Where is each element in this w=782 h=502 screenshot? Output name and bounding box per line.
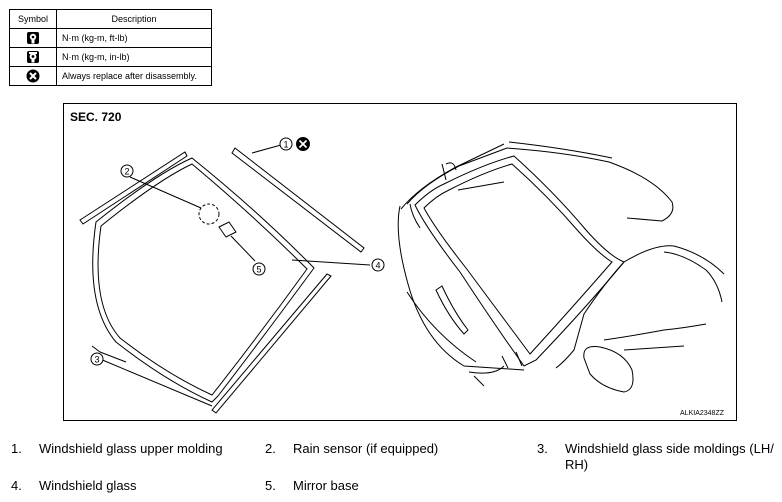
torque-wrench-ft-lb-icon [27,32,39,44]
callout-5: 5 [252,262,266,276]
legend-text: Windshield glass upper molding [39,441,223,456]
legend-text: Windshield glass side moldings (LH/ RH) [565,441,774,472]
windshield-diagram: 1 2 3 4 5 [63,103,737,421]
callout-2-number: 2 [124,167,129,177]
callout-4: 4 [371,258,385,272]
legend-number: 2. [265,441,276,456]
description-column-header: Description [56,9,212,29]
windshield-glass-shape [92,157,315,403]
callout-5-number: 5 [256,265,261,275]
side-molding-left-shape [79,151,188,225]
callout-1: 1 [279,137,310,151]
car-body-drawing [397,141,725,393]
symbol-cell [9,47,57,67]
windshield-drawing: 1 2 3 4 5 [79,137,725,414]
always-replace-icon [26,69,40,83]
symbol-table-header: Symbol Description [9,9,212,29]
figure-code: ALKIA2348ZZ [680,410,724,417]
side-molding-right-shape [211,273,332,414]
torque-wrench-in-lb-icon [27,51,39,63]
callout-3-number: 3 [94,355,99,365]
legend-text: Mirror base [293,478,359,493]
symbol-table: Symbol Description N·m (kg-m, ft-lb) N·m… [9,9,212,86]
legend-number: 4. [11,478,22,493]
symbol-cell [9,28,57,48]
symbol-cell [9,66,57,86]
symbol-table-row: Always replace after disassembly. [9,66,212,86]
section-label: SEC. 720 [70,110,122,124]
legend-text: Rain sensor (if equipped) [293,441,439,456]
rain-sensor-shape [198,203,220,225]
legend-number: 1. [11,441,22,456]
callout-4-number: 4 [375,261,380,271]
symbol-description: N·m (kg-m, in-lb) [56,47,212,67]
callout-3: 3 [90,352,104,366]
callout-2: 2 [120,164,134,178]
symbol-column-header: Symbol [9,9,57,29]
upper-molding-shape [231,147,365,253]
legend-number: 5. [265,478,276,493]
callout-1-number: 1 [283,140,288,150]
leader-lines [91,144,371,407]
legend-text: Windshield glass [39,478,137,493]
symbol-description: N·m (kg-m, ft-lb) [56,28,212,48]
symbol-table-row: N·m (kg-m, ft-lb) [9,28,212,48]
symbol-description: Always replace after disassembly. [56,66,212,86]
side-mirror-shape [583,346,634,393]
legend-number: 3. [537,441,548,456]
symbol-table-row: N·m (kg-m, in-lb) [9,47,212,67]
mirror-base-shape [218,221,237,238]
